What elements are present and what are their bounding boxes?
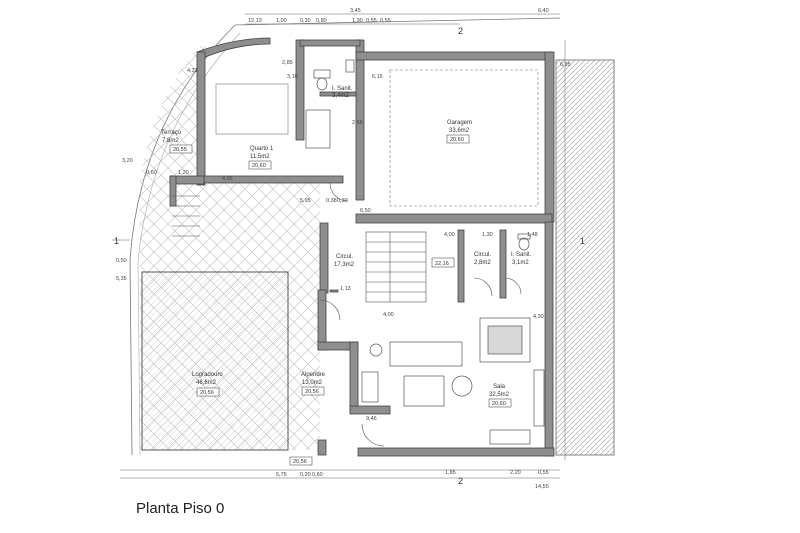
svg-text:Quarto 1: Quarto 1 — [250, 146, 274, 152]
svg-text:20,56: 20,56 — [200, 390, 214, 396]
svg-text:0,50: 0,50 — [116, 258, 127, 264]
svg-text:2: 2 — [458, 26, 463, 36]
svg-text:Circul.: Circul. — [336, 254, 353, 260]
sala-furniture — [361, 317, 545, 445]
room-sala: Sala 32,5m2 20,60 — [488, 384, 512, 408]
svg-text:5,35: 5,35 — [116, 276, 127, 282]
svg-text:4,95: 4,95 — [222, 176, 233, 182]
svg-text:13,0m2: 13,0m2 — [302, 380, 323, 386]
stairs — [172, 195, 427, 303]
svg-text:4,31: 4,31 — [187, 68, 198, 74]
svg-text:Circul.: Circul. — [474, 252, 491, 258]
svg-text:1,30: 1,30 — [352, 18, 363, 24]
svg-text:5,95: 5,95 — [300, 198, 311, 204]
svg-text:0,60: 0,60 — [146, 170, 157, 176]
svg-text:6,40: 6,40 — [538, 8, 549, 14]
svg-text:3,20: 3,20 — [122, 158, 133, 164]
quarto-furniture — [215, 83, 289, 135]
bottom-elevation: 20,56 — [289, 456, 313, 466]
svg-text:2,85: 2,85 — [282, 60, 293, 66]
svg-text:0,55: 0,55 — [538, 470, 549, 476]
side-strip — [556, 60, 614, 455]
svg-text:I. Sanit.: I. Sanit. — [332, 86, 353, 92]
svg-text:1,20: 1,20 — [178, 170, 189, 176]
room-isanit-2: I. Sanit. 3,1m2 — [511, 252, 532, 266]
svg-text:4,00: 4,00 — [444, 232, 455, 238]
svg-text:Logradouro: Logradouro — [192, 372, 223, 378]
dimension-texts: 3,45 6,40 12,13 1,00 0,30 0,80 1,30 0,55… — [116, 8, 571, 490]
svg-text:20,60: 20,60 — [252, 163, 266, 169]
svg-text:12,13: 12,13 — [248, 18, 262, 24]
svg-text:7,8m2: 7,8m2 — [162, 138, 179, 144]
svg-text:1: 1 — [580, 236, 585, 246]
room-terraco: Terraço 7,8m2 20,55 — [161, 130, 193, 154]
svg-text:1,85: 1,85 — [445, 470, 456, 476]
svg-text:6,50: 6,50 — [360, 208, 371, 214]
plan-caption: Planta Piso 0 — [136, 500, 225, 517]
room-quarto: Quarto 1 11,5m2 20,60 — [248, 146, 274, 170]
svg-text:46,6m2: 46,6m2 — [196, 380, 217, 386]
logradouro-lawn — [141, 271, 289, 451]
room-isanit-1: I. Sanit. 3,4m2 — [332, 86, 353, 99]
svg-text:20,56: 20,56 — [293, 459, 307, 465]
svg-text:0,20: 0,20 — [300, 472, 311, 478]
svg-text:6,15: 6,15 — [372, 74, 383, 80]
svg-text:32,5m2: 32,5m2 — [489, 392, 510, 398]
svg-text:3,10: 3,10 — [287, 74, 298, 80]
dimension-lines — [112, 13, 566, 479]
svg-text:20,55: 20,55 — [173, 147, 187, 153]
walls — [169, 37, 555, 457]
svg-text:0,80: 0,80 — [316, 18, 327, 24]
svg-text:1,13: 1,13 — [340, 286, 351, 292]
svg-text:20,56: 20,56 — [305, 389, 319, 395]
svg-text:14,55: 14,55 — [535, 484, 549, 490]
svg-text:1,30: 1,30 — [482, 232, 493, 238]
svg-text:3,1m2: 3,1m2 — [512, 260, 529, 266]
section-markers: 2 2 1 1 — [114, 26, 585, 486]
svg-text:0,30: 0,30 — [300, 18, 311, 24]
svg-text:22,16: 22,16 — [435, 261, 449, 267]
svg-text:1: 1 — [114, 236, 119, 246]
room-garagem: Garagem 33,6m2 20,60 — [446, 120, 472, 144]
svg-text:3,45: 3,45 — [350, 8, 361, 14]
svg-text:0,55: 0,55 — [366, 18, 377, 24]
wc-fixtures — [305, 59, 531, 251]
svg-text:4,30: 4,30 — [533, 314, 544, 320]
svg-text:33,6m2: 33,6m2 — [449, 128, 470, 134]
svg-text:0,55: 0,55 — [380, 18, 391, 24]
svg-text:5,75: 5,75 — [276, 472, 287, 478]
svg-text:4,00: 4,00 — [383, 312, 394, 318]
svg-text:2: 2 — [458, 476, 463, 486]
svg-text:Sala: Sala — [493, 384, 506, 390]
svg-text:0,60: 0,60 — [312, 472, 323, 478]
svg-text:11,5m2: 11,5m2 — [250, 154, 270, 160]
svg-text:I. Sanit.: I. Sanit. — [511, 252, 532, 258]
room-logradouro: Logradouro 46,6m2 20,56 — [192, 372, 223, 397]
room-alpendre: Alpendre 13,0m2 20,56 — [301, 372, 326, 396]
svg-text:17,3m2: 17,3m2 — [334, 262, 355, 268]
svg-text:Alpendre: Alpendre — [301, 372, 326, 378]
svg-text:20,60: 20,60 — [450, 137, 464, 143]
doors — [319, 182, 522, 447]
room-circul-1: Circul. 17,3m2 22,16 — [334, 254, 455, 268]
svg-text:3,4m2: 3,4m2 — [332, 93, 349, 99]
garage-car-outline — [389, 69, 539, 207]
svg-text:Terraço: Terraço — [161, 130, 182, 136]
terrace-tiles — [140, 40, 205, 180]
svg-text:20,60: 20,60 — [492, 401, 506, 407]
svg-text:2,65: 2,65 — [352, 120, 363, 126]
svg-text:1,00: 1,00 — [276, 18, 287, 24]
svg-text:0,38: 0,38 — [326, 198, 337, 204]
svg-text:6,95: 6,95 — [560, 62, 571, 68]
svg-text:9,46: 9,46 — [366, 416, 377, 422]
svg-text:1,48: 1,48 — [527, 232, 538, 238]
svg-text:2,20: 2,20 — [510, 470, 521, 476]
svg-text:0,30: 0,30 — [337, 198, 348, 204]
svg-text:2,8m2: 2,8m2 — [474, 260, 491, 266]
room-circul-2: Circul. 2,8m2 — [474, 252, 491, 266]
svg-text:Garagem: Garagem — [447, 120, 472, 126]
